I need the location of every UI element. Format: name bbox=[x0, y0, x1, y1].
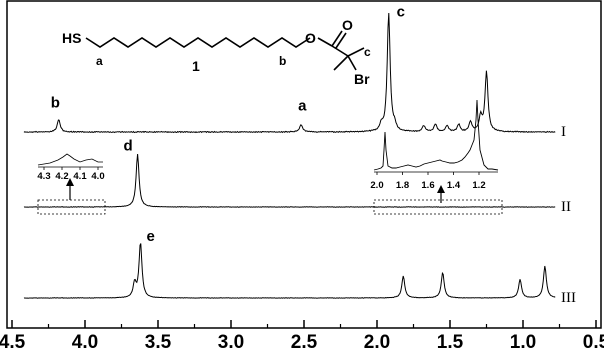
bond-c-c bbox=[331, 45, 349, 57]
peak-label-c: c bbox=[397, 3, 405, 20]
peak-label-b: b bbox=[51, 95, 60, 112]
x-tick-label: 0.5 bbox=[583, 332, 604, 353]
ester-oxygen: O bbox=[305, 30, 316, 46]
x-axis: 4.5 4.0 3.5 3.0 2.5 2.0 1.5 1.0 0.5 bbox=[0, 320, 604, 353]
x-tick-label: 2.0 bbox=[364, 332, 390, 353]
compound-number: 1 bbox=[192, 58, 200, 74]
thiol-label: HS bbox=[62, 30, 81, 46]
carbonyl-bond-1 bbox=[331, 30, 343, 47]
x-tick-label: 4.5 bbox=[0, 332, 26, 353]
x-tick-label: 3.5 bbox=[145, 332, 172, 353]
methyl-bond-2 bbox=[333, 55, 349, 71]
alkyl-chain bbox=[85, 37, 311, 48]
carbonyl-oxygen: O bbox=[342, 17, 353, 33]
trace-label-I: I bbox=[561, 124, 566, 140]
label-c: c bbox=[364, 45, 371, 59]
x-tick-label: 4.0 bbox=[72, 332, 98, 353]
inset-left-tick-label: 4.0 bbox=[91, 171, 104, 182]
inset-right-tick-label: 1.2 bbox=[472, 180, 485, 191]
x-tick-label: 2.5 bbox=[291, 332, 318, 353]
label-a: a bbox=[96, 54, 103, 68]
peak-label-e: e bbox=[146, 228, 154, 245]
inset-right-arrow-head bbox=[437, 185, 445, 193]
spectrum-traces bbox=[23, 12, 556, 299]
inset-left-tick-label: 4.2 bbox=[55, 171, 68, 182]
x-tick-label: 1.0 bbox=[510, 332, 536, 353]
inset-left: 4.3 4.2 4.1 4.0 bbox=[37, 153, 106, 215]
trace-II bbox=[23, 154, 556, 208]
bond-o-c bbox=[317, 37, 333, 47]
bromine-label: Br bbox=[354, 71, 370, 87]
peak-label-a: a bbox=[298, 98, 307, 115]
inset-left-arrow-head bbox=[66, 178, 74, 186]
x-tick-label: 1.5 bbox=[437, 332, 464, 353]
chemical-structure: HS a 1 b O O c Br bbox=[62, 17, 371, 87]
inset-right-tick-label: 1.6 bbox=[421, 180, 434, 191]
trace-label-II: II bbox=[561, 199, 571, 215]
carbonyl-bond-2 bbox=[335, 32, 347, 49]
inset-right-tick-label: 2.0 bbox=[370, 180, 383, 191]
inset-left-box bbox=[37, 199, 106, 215]
methyl-bond-1 bbox=[347, 47, 365, 57]
x-tick-label: 3.0 bbox=[218, 332, 244, 353]
peak-label-d: d bbox=[124, 137, 133, 154]
trace-label-III: III bbox=[561, 290, 576, 306]
inset-right-tick-label: 1.4 bbox=[447, 180, 461, 191]
peak-labels: b a c d e bbox=[51, 3, 405, 245]
bromine-bond bbox=[347, 55, 357, 71]
trace-I bbox=[23, 12, 556, 134]
inset-right-box bbox=[373, 199, 503, 215]
inset-right-tick-label: 1.8 bbox=[396, 180, 409, 191]
inset-left-tick-label: 4.1 bbox=[73, 171, 87, 182]
inset-right: 2.0 1.8 1.6 1.4 1.2 bbox=[370, 99, 503, 215]
trace-III bbox=[23, 243, 556, 299]
inset-left-tick-label: 4.3 bbox=[37, 171, 50, 182]
inset-right-trace bbox=[373, 99, 499, 171]
label-b: b bbox=[279, 54, 286, 68]
plot-frame bbox=[6, 0, 602, 329]
inset-left-trace bbox=[37, 153, 103, 166]
